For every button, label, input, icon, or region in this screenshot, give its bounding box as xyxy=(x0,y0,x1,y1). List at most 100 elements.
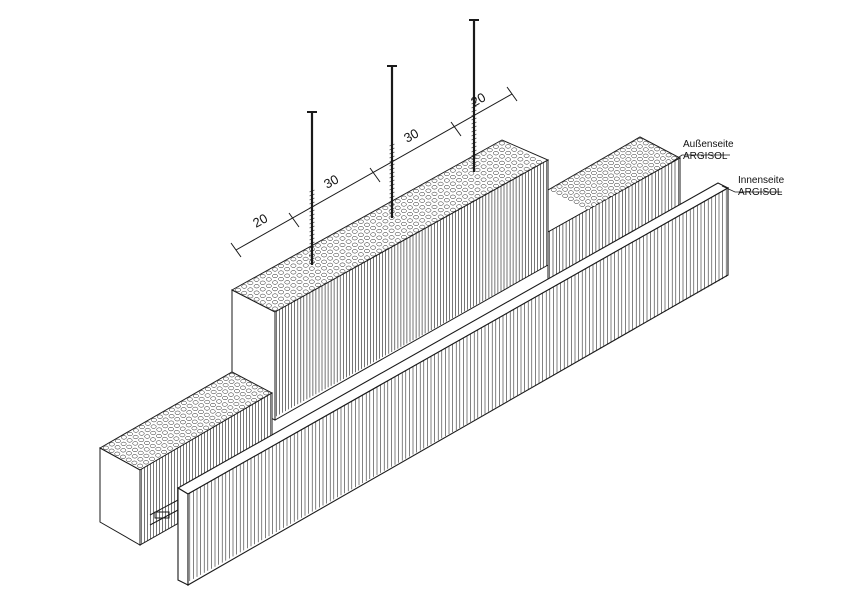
bead xyxy=(486,180,493,185)
bead xyxy=(468,191,475,196)
bead xyxy=(211,383,217,388)
bead xyxy=(257,388,264,393)
bead xyxy=(192,406,199,411)
bead xyxy=(327,243,334,248)
rebar-thread xyxy=(309,189,315,193)
bead xyxy=(263,391,269,396)
bead xyxy=(602,195,609,200)
bead xyxy=(145,421,151,426)
bead xyxy=(517,163,524,168)
bead xyxy=(155,440,162,445)
bead xyxy=(437,181,444,186)
bead xyxy=(636,175,643,181)
bead xyxy=(358,226,364,231)
bead xyxy=(413,221,419,226)
bead xyxy=(407,231,413,236)
bead xyxy=(149,443,156,449)
bead xyxy=(234,382,241,387)
bead xyxy=(265,290,272,295)
bead xyxy=(631,154,638,159)
bead xyxy=(186,403,193,408)
bead xyxy=(296,260,303,265)
bead xyxy=(625,151,632,156)
bead xyxy=(114,445,121,450)
bead xyxy=(654,159,660,164)
bead xyxy=(358,252,364,257)
bead xyxy=(648,150,655,155)
bead xyxy=(407,192,413,197)
bead xyxy=(511,147,518,152)
bead xyxy=(296,286,303,291)
bead xyxy=(179,433,186,438)
bead xyxy=(103,445,109,450)
rebar-thread xyxy=(471,133,477,137)
bead xyxy=(431,198,438,203)
bead xyxy=(523,166,530,172)
bead xyxy=(339,256,346,261)
bead xyxy=(192,400,199,405)
bead xyxy=(216,399,222,404)
bead xyxy=(579,171,586,176)
bead xyxy=(619,166,626,172)
rebar-thread xyxy=(389,195,395,199)
bead xyxy=(590,202,597,207)
bead xyxy=(480,151,487,156)
bead xyxy=(169,407,175,412)
bead xyxy=(321,259,327,264)
bead xyxy=(121,435,127,440)
bead xyxy=(228,392,234,397)
bead xyxy=(382,232,389,237)
lower-wall-bead-pattern xyxy=(103,373,269,468)
bead xyxy=(131,454,138,459)
bead xyxy=(245,388,252,393)
bead xyxy=(161,436,168,442)
bead xyxy=(228,386,235,391)
bead xyxy=(631,172,637,178)
bead xyxy=(198,403,205,408)
bead xyxy=(431,204,438,210)
right-wall-vertical-ribs xyxy=(549,158,679,284)
bead xyxy=(168,414,175,419)
bead xyxy=(450,194,456,199)
bead xyxy=(259,274,266,279)
bead xyxy=(499,180,505,185)
bead xyxy=(167,439,174,445)
bead xyxy=(149,456,155,461)
bead xyxy=(376,235,383,240)
bead xyxy=(333,266,340,271)
bead xyxy=(443,178,450,183)
bead xyxy=(474,181,481,186)
bead xyxy=(370,232,377,237)
rebar-thread xyxy=(389,163,395,167)
bead xyxy=(573,199,580,204)
bead xyxy=(568,196,574,201)
bead xyxy=(247,280,254,286)
bead xyxy=(227,411,233,417)
bead xyxy=(536,160,542,165)
bead xyxy=(156,427,163,432)
bead xyxy=(579,177,586,182)
bead xyxy=(456,178,462,183)
bead xyxy=(222,395,228,401)
bead xyxy=(499,173,505,179)
bead xyxy=(462,200,469,206)
bead xyxy=(376,229,383,234)
bead xyxy=(327,262,334,267)
rebar-thread xyxy=(389,171,395,175)
bead xyxy=(185,436,191,441)
bead xyxy=(425,188,432,193)
rebar-thread xyxy=(389,199,395,203)
bead xyxy=(259,293,266,298)
bead xyxy=(284,293,291,298)
bead xyxy=(382,205,389,211)
rebar-thread xyxy=(309,201,315,205)
bead xyxy=(562,193,569,198)
bead xyxy=(370,239,377,244)
outer-side-material: ARGISOL xyxy=(683,151,728,162)
bead xyxy=(272,293,278,298)
bead xyxy=(493,157,499,162)
bead xyxy=(529,163,536,168)
bead xyxy=(180,407,187,412)
bead xyxy=(388,235,395,240)
bead xyxy=(631,147,638,152)
